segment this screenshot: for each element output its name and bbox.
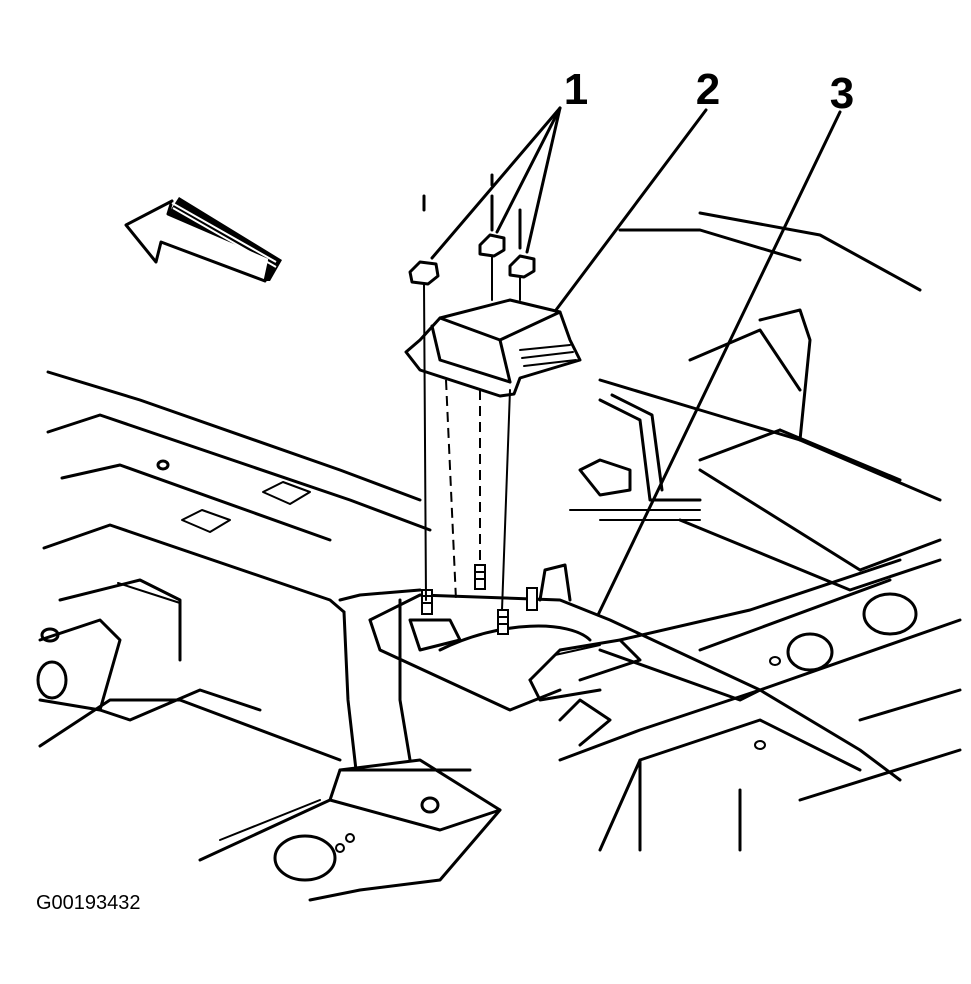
callout-leader-lines (430, 106, 842, 617)
module-mounting-bracket (368, 393, 762, 747)
callout-2-label: 2 (696, 65, 720, 114)
callout-3-label: 3 (830, 69, 854, 118)
vehicle-floor-structure (36, 211, 962, 902)
module-nuts (408, 173, 536, 611)
forward-direction-arrow-icon (124, 197, 282, 283)
figure-id: G00193432 (36, 892, 141, 914)
sensing-diagnostic-module (404, 298, 582, 398)
callout-1-label: 1 (564, 65, 588, 114)
